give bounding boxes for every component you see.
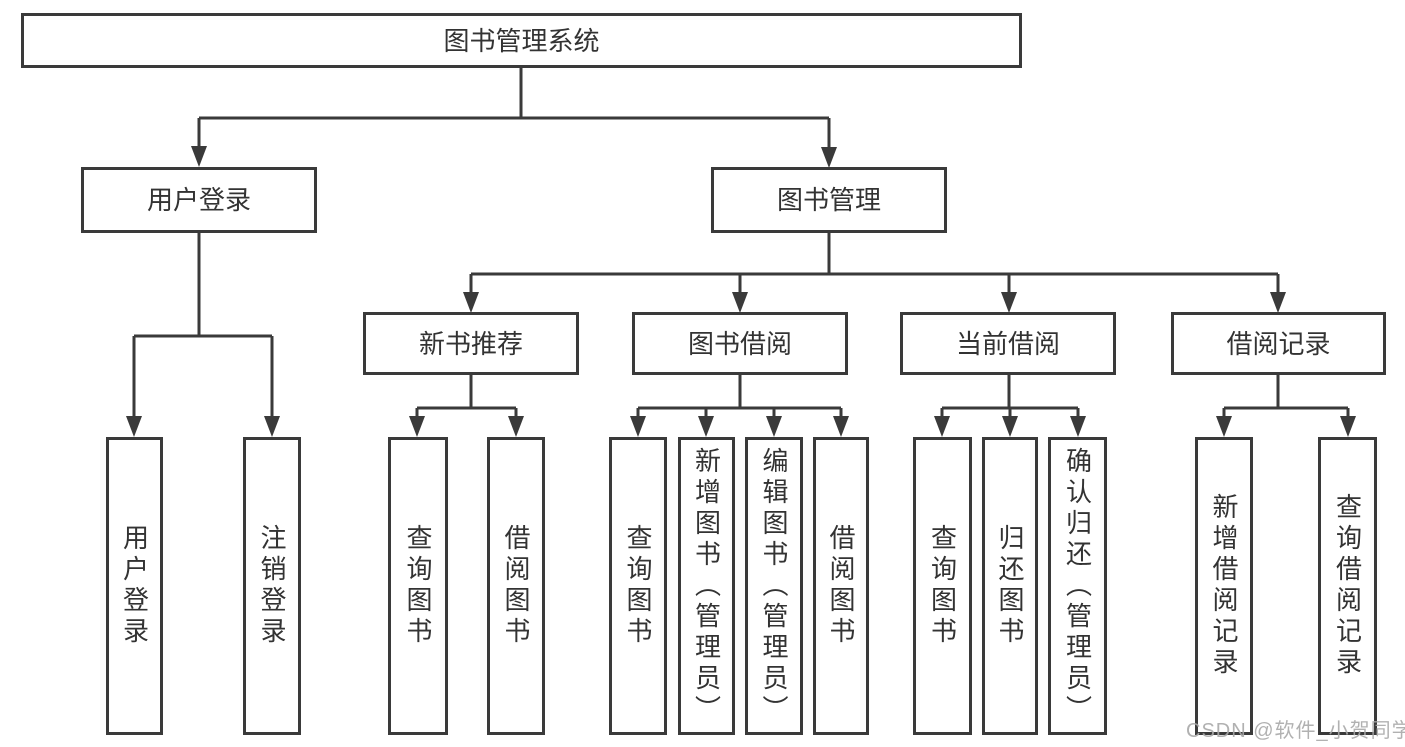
node-label: 借阅记录 xyxy=(1226,328,1331,359)
node-label: 用户登录 xyxy=(119,524,150,648)
leaf-edit-book-admin: 编辑图书（管理员） xyxy=(745,437,803,735)
node-label: 图书管理系统 xyxy=(443,25,600,56)
node-label: 用户登录 xyxy=(146,185,251,215)
node-label: 确认归还（管理员） xyxy=(1062,446,1093,726)
node-root-library-system: 图书管理系统 xyxy=(21,13,1022,68)
connector-stems xyxy=(132,68,1350,417)
node-label: 借阅图书 xyxy=(501,524,531,648)
node-label: 查询图书 xyxy=(623,524,653,648)
leaf-query-borrow-record: 查询借阅记录 xyxy=(1318,437,1377,735)
node-user-login: 用户登录 xyxy=(81,167,317,233)
node-label: 图书借阅 xyxy=(687,328,792,359)
leaf-add-borrow-record: 新增借阅记录 xyxy=(1195,437,1253,735)
csdn-watermark: CSDN @软件_小贺同学 xyxy=(1186,720,1405,742)
node-label: 注销登录 xyxy=(257,524,287,648)
leaf-confirm-return-admin: 确认归还（管理员） xyxy=(1048,437,1107,735)
leaf-borrow-books: 借阅图书 xyxy=(813,437,869,735)
node-label: 查询借阅记录 xyxy=(1332,493,1363,679)
leaf-user-login: 用户登录 xyxy=(106,437,163,735)
node-label: 归还图书 xyxy=(995,524,1025,648)
leaf-borrow-books-recommend: 借阅图书 xyxy=(487,437,545,735)
node-label: 借阅图书 xyxy=(826,524,856,648)
leaf-query-books-current: 查询图书 xyxy=(913,437,972,735)
leaf-query-books-recommend: 查询图书 xyxy=(388,437,448,735)
leaf-add-book-admin: 新增图书（管理员） xyxy=(678,437,735,735)
node-borrowing-records: 借阅记录 xyxy=(1171,312,1386,375)
node-book-management: 图书管理 xyxy=(711,167,947,233)
leaf-return-books: 归还图书 xyxy=(982,437,1038,735)
node-label: 当前借阅 xyxy=(955,328,1060,359)
node-book-borrowing: 图书借阅 xyxy=(632,312,848,375)
node-label: 新增图书（管理员） xyxy=(691,446,722,726)
node-label: 编辑图书（管理员） xyxy=(759,446,789,726)
leaf-logout: 注销登录 xyxy=(243,437,301,735)
node-label: 查询图书 xyxy=(403,524,433,648)
node-new-book-recommend: 新书推荐 xyxy=(363,312,579,375)
node-label: 图书管理 xyxy=(776,185,881,215)
leaf-query-books-borrowing: 查询图书 xyxy=(609,437,667,735)
node-label: 新书推荐 xyxy=(418,328,523,359)
node-label: 查询图书 xyxy=(927,524,958,648)
node-label: 新增借阅记录 xyxy=(1209,493,1239,679)
node-current-borrowing: 当前借阅 xyxy=(900,312,1116,375)
